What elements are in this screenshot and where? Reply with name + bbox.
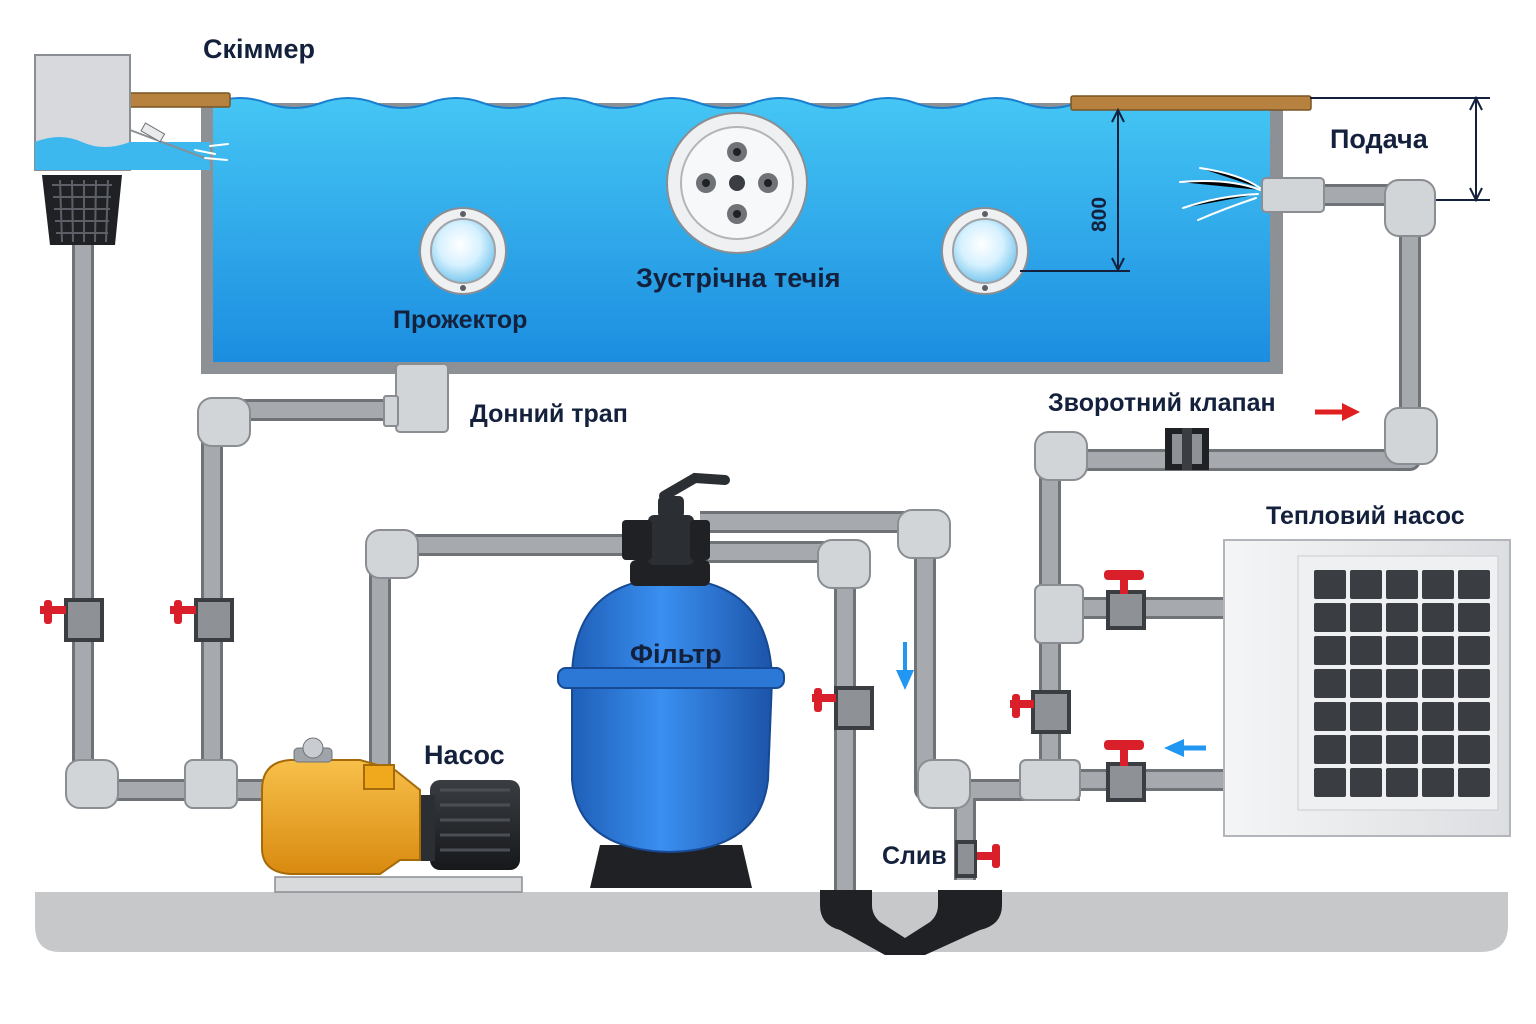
grille-cell <box>1314 603 1346 632</box>
grille-cell <box>1314 570 1346 599</box>
grille-cell <box>1386 702 1418 731</box>
counterflow-jet-icon <box>666 112 808 254</box>
grille-cell <box>1458 636 1490 665</box>
label-skimmer: Скіммер <box>203 34 315 64</box>
ball-valve-icon <box>40 570 1146 878</box>
grille-cell <box>1350 636 1382 665</box>
valve-skimmer <box>40 598 104 642</box>
grille-cell <box>1422 636 1454 665</box>
valve-bypass <box>812 686 874 730</box>
label-heat-pump: Тепловий насос <box>1266 502 1465 530</box>
check-valve-icon <box>1165 428 1209 470</box>
grille-cell <box>1350 735 1382 764</box>
deck-left <box>127 92 231 108</box>
grille-cell <box>1458 570 1490 599</box>
ground-slab <box>35 892 1508 952</box>
grille-cell <box>1350 603 1382 632</box>
label-spotlight: Прожектор <box>393 306 527 334</box>
grille-cell <box>1386 768 1418 797</box>
skimmer <box>34 54 229 245</box>
grille-cell <box>1458 603 1490 632</box>
grille-cell <box>1386 636 1418 665</box>
valve-heat-pump-supply <box>1010 690 1071 734</box>
grille-cell <box>1314 768 1346 797</box>
spotlight-left-icon <box>419 207 507 295</box>
grille-cell <box>1314 636 1346 665</box>
valve-drain <box>170 598 234 642</box>
grille-cell <box>1386 735 1418 764</box>
grille-cell <box>1386 669 1418 698</box>
heat-pump-grille-icon <box>1223 539 1511 837</box>
grille-cell <box>1314 669 1346 698</box>
grille-cell <box>1422 570 1454 599</box>
grille-cell <box>1422 669 1454 698</box>
valve-heat-pump-in <box>1104 740 1146 802</box>
valve-heat-pump-out <box>1104 570 1146 630</box>
flow-arrow-icon <box>896 403 1360 757</box>
grille-cell <box>1458 768 1490 797</box>
grille-cell <box>1422 735 1454 764</box>
grille-cell <box>1350 768 1382 797</box>
grille-cell <box>1350 669 1382 698</box>
label-filter: Фільтр <box>630 639 722 669</box>
grille-cell <box>1314 735 1346 764</box>
grille-cell <box>1386 570 1418 599</box>
label-depth: 800 <box>1088 197 1111 232</box>
supply-spray <box>1179 167 1261 221</box>
grille-cell <box>1350 702 1382 731</box>
sewer-drain <box>820 890 1002 955</box>
label-supply: Подача <box>1330 124 1429 154</box>
grille-cell <box>1458 702 1490 731</box>
grille-cell <box>1350 570 1382 599</box>
spotlight-right-icon <box>941 207 1029 295</box>
label-check-valve: Зворотний клапан <box>1048 389 1276 417</box>
grille-cell <box>1422 603 1454 632</box>
skimmer-basket-icon <box>42 175 122 245</box>
label-drain: Слив <box>882 842 947 870</box>
label-bottom-drain: Донний трап <box>470 400 628 428</box>
sand-filter-icon <box>557 472 785 888</box>
label-counterflow: Зустрічна течія <box>636 263 841 293</box>
deck-right <box>1070 95 1312 111</box>
label-pump: Насос <box>424 740 505 770</box>
pump-motor-icon <box>261 737 523 893</box>
grille-cell <box>1458 669 1490 698</box>
grille-cell <box>1458 735 1490 764</box>
grille-cell <box>1386 603 1418 632</box>
valve-sewer <box>955 840 1000 878</box>
pipe-fittings <box>65 177 1438 809</box>
grille-cell <box>1422 702 1454 731</box>
grille-cell <box>1422 768 1454 797</box>
grille-cell <box>1314 702 1346 731</box>
